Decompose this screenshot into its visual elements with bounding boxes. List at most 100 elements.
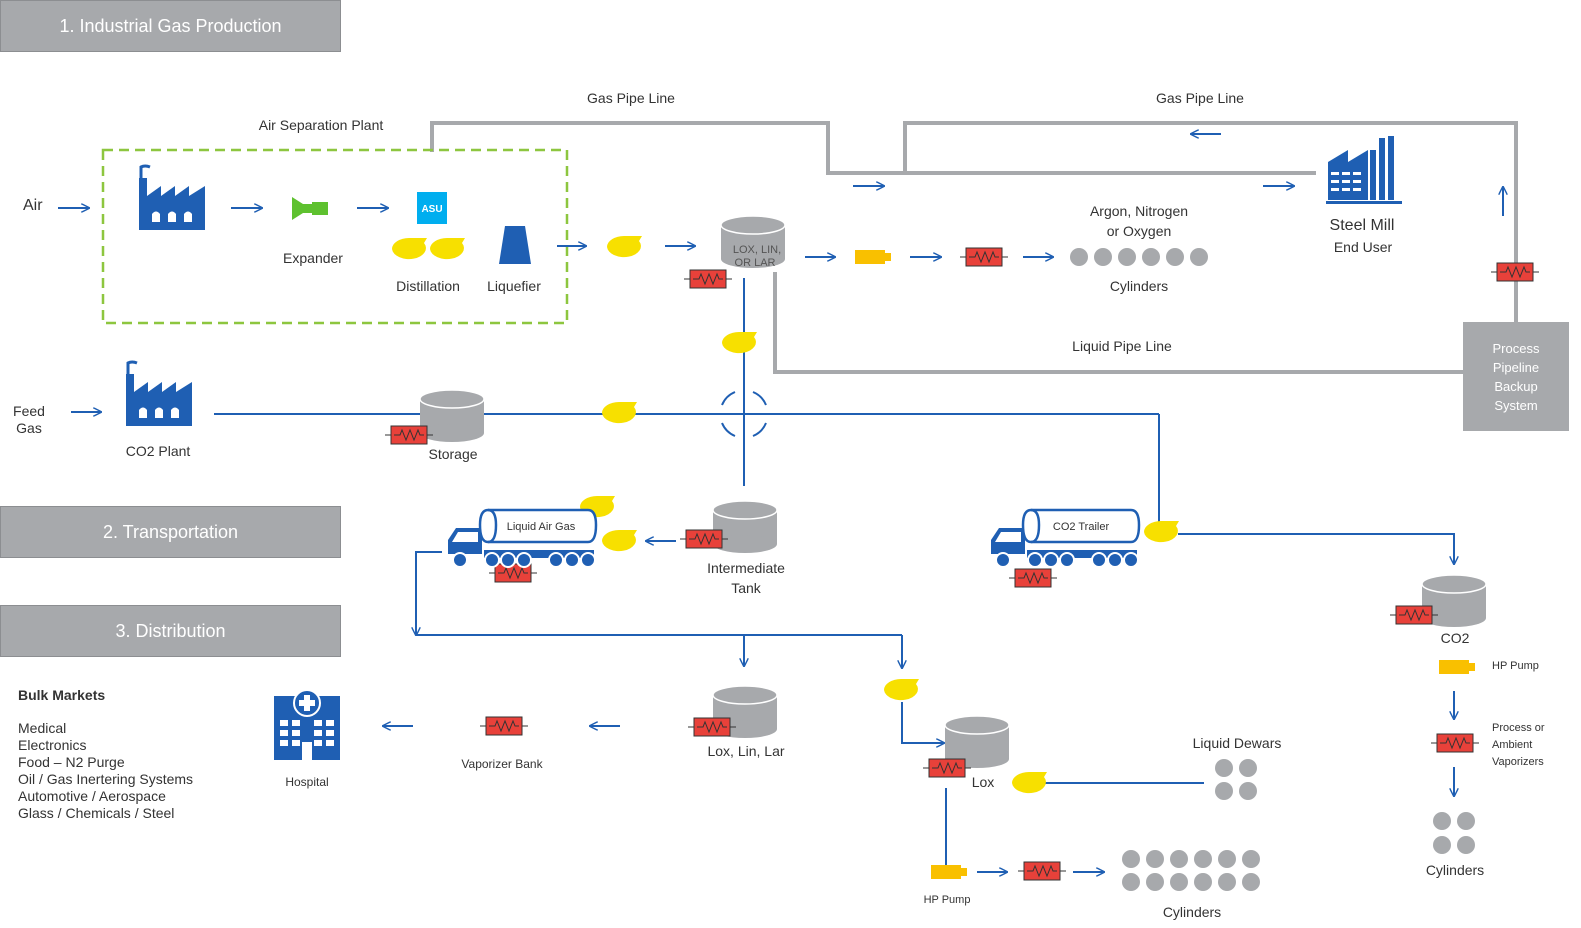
cylinder-icon — [1242, 873, 1260, 891]
vaporizer-icon — [687, 717, 737, 737]
flow-lines — [58, 134, 1503, 872]
process-pipeline-backup-system: Process Pipeline Backup System — [1463, 322, 1569, 431]
factory-icon — [124, 360, 194, 428]
distillation-label: Distillation — [396, 278, 460, 294]
cylinders-label: Cylinders — [1162, 904, 1222, 920]
co2-label: CO2 — [1440, 630, 1470, 646]
vaporizer-icon — [959, 247, 1009, 267]
tanker-truck-icon: Liquid Air Gas — [446, 508, 598, 569]
pump-icon — [722, 332, 757, 354]
storage-label: Storage — [428, 446, 478, 462]
bulk-market-item: Glass / Chemicals / Steel — [18, 805, 175, 821]
gas-pipe-line-label: Gas Pipe Line — [587, 90, 675, 106]
vaporizer-icon — [679, 529, 729, 549]
svg-text:Liquid Air Gas: Liquid Air Gas — [507, 521, 576, 533]
liquefier-label: Liquefier — [487, 278, 541, 294]
air-separation-plant-boundary — [101, 148, 569, 325]
bulk-market-item: Automotive / Aerospace — [18, 788, 166, 804]
pump-icon — [1012, 772, 1047, 794]
vaporizer-icon — [922, 758, 972, 778]
vaporizer-icon — [1490, 262, 1540, 282]
cylinders-label: Cylinders — [1109, 278, 1169, 294]
liquid-dewars-label: Liquid Dewars — [1192, 735, 1282, 751]
cylinder-icon — [1242, 850, 1260, 868]
pump-icon — [1144, 521, 1179, 543]
cylinder-icon — [1194, 850, 1212, 868]
steel-mill-label: Steel Mill — [1329, 217, 1395, 234]
lox-lin-lar-tank-label: LOX, LIN,OR LAR — [733, 244, 781, 269]
cylinder-icon — [1190, 248, 1208, 266]
cylinder-icon — [1457, 836, 1475, 854]
bulk-markets-title: Bulk Markets — [18, 687, 106, 703]
end-user-label: End User — [1333, 239, 1393, 255]
hp-pump-label: HP Pump — [1492, 660, 1539, 672]
cylinder-icon — [1118, 248, 1136, 266]
hospital-icon — [274, 689, 340, 760]
cylinder-icon — [1122, 873, 1140, 891]
cylinder-icon — [1218, 873, 1236, 891]
distillation-column-icon — [392, 238, 465, 260]
cylinder-icon — [1070, 248, 1088, 266]
vaporizer-icon — [1008, 568, 1058, 588]
bulk-market-item: Food – N2 Purge — [18, 754, 125, 770]
hp-pump-label: HP Pump — [923, 894, 971, 906]
vaporizer-icon — [479, 716, 529, 736]
cylinder-icon — [1170, 850, 1188, 868]
cylinder-icon — [1166, 248, 1184, 266]
cylinder-icon — [1170, 873, 1188, 891]
section-header-transportation: 2. Transportation — [0, 506, 341, 558]
pump-icon — [884, 679, 919, 701]
factory-icon — [137, 164, 207, 232]
cylinders-label: Cylinders — [1425, 862, 1485, 878]
cylinder-icon-group — [1433, 812, 1475, 854]
vaporizer-icon — [384, 425, 434, 445]
cylinder-icon — [1146, 850, 1164, 868]
pump-icon — [602, 530, 637, 552]
cylinder-icon — [1215, 782, 1233, 800]
argon-nitrogen-oxygen-label: Argon, Nitrogen or Oxygen — [1089, 203, 1189, 239]
hospital-label: Hospital — [285, 775, 329, 789]
liquid-pipe-line-label: Liquid Pipe Line — [1072, 338, 1172, 354]
lox-label: Lox — [971, 774, 995, 790]
process-ambient-vaporizers-label: Process or Ambient Vaporizers — [1492, 722, 1545, 768]
cylinder-icon — [1239, 782, 1257, 800]
vaporizer-icon — [683, 269, 733, 289]
svg-text:CO2 Trailer: CO2 Trailer — [1053, 521, 1110, 533]
cylinder-icon-group — [1122, 850, 1260, 891]
vaporizer-icon — [1430, 733, 1480, 753]
bulk-markets-list: Bulk Markets Medical Electronics Food – … — [18, 687, 193, 822]
intermediate-tank-label: Intermediate Tank — [707, 560, 785, 596]
expander-icon — [292, 197, 328, 220]
cylinder-icon — [1122, 850, 1140, 868]
cylinder-icon — [1142, 248, 1160, 266]
cylinder-icon — [1215, 759, 1233, 777]
storage-tank-icon — [419, 389, 485, 443]
tanker-truck-icon: CO2 Trailer — [989, 508, 1141, 569]
svg-text:ASU: ASU — [421, 204, 442, 215]
lox-lin-lar-label: Lox, Lin, Lar — [707, 743, 785, 759]
cylinder-icon — [1218, 850, 1236, 868]
steel-mill-icon — [1326, 136, 1402, 204]
gray-pipelines — [430, 121, 1518, 374]
feed-gas-label: Feed Gas — [13, 403, 45, 436]
expander-label: Expander — [283, 250, 343, 266]
cylinder-icon — [1194, 873, 1212, 891]
cylinder-icon — [1433, 812, 1451, 830]
co2-plant-label: CO2 Plant — [125, 443, 191, 459]
cylinder-icon — [1457, 812, 1475, 830]
hp-pump-icon — [1439, 660, 1475, 674]
liquefier-icon — [499, 226, 531, 264]
gas-pipe-line-label: Gas Pipe Line — [1156, 90, 1244, 106]
cylinder-icon — [1094, 248, 1112, 266]
bulk-market-item: Electronics — [18, 737, 87, 753]
cylinder-icon-group — [1070, 248, 1208, 266]
dewar-icon-group — [1215, 759, 1257, 800]
storage-tank-icon — [712, 500, 778, 554]
cylinder-icon — [1239, 759, 1257, 777]
pump-icon — [602, 402, 637, 424]
line-crossover-icon — [721, 391, 767, 437]
pump-icon — [607, 236, 642, 258]
section-header-production: 1. Industrial Gas Production — [0, 0, 341, 52]
air-label: Air — [23, 197, 43, 214]
